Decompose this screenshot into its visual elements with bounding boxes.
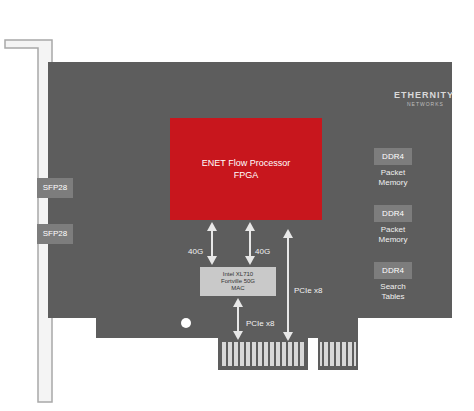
bandwidth-label: 40G xyxy=(188,247,203,256)
mounting-bracket xyxy=(5,40,52,402)
bus-label: PCIe x8 xyxy=(246,319,274,328)
edge-fingers xyxy=(320,342,356,366)
logo-text: NETWORKS xyxy=(407,101,444,107)
bus-label: PCIe x8 xyxy=(294,286,322,295)
edge-fingers xyxy=(222,342,306,366)
node-caption: Search Tables xyxy=(373,282,413,302)
node-label: ENET Flow Processor FPGA xyxy=(198,157,294,181)
node-label: SFP28 xyxy=(37,224,73,244)
node-caption: Packet Memory xyxy=(373,168,413,188)
bandwidth-label: 40G xyxy=(255,247,270,256)
logo-text: ETHERNITY xyxy=(394,90,454,100)
node-label: DDR4 xyxy=(374,148,412,165)
data-arrow xyxy=(207,222,217,265)
node-label: Intel XL710 Fortville 50G MAC xyxy=(216,271,260,292)
mounting-hole xyxy=(181,318,191,328)
memory-chip: DDR4Packet Memory xyxy=(365,148,421,188)
circuit-board xyxy=(48,62,452,370)
node-caption: Packet Memory xyxy=(373,225,413,245)
sfp-port: SFP28 xyxy=(37,224,73,244)
mac-chip: Intel XL710 Fortville 50G MAC xyxy=(200,267,276,296)
node-label: DDR4 xyxy=(374,205,412,222)
node-label: SFP28 xyxy=(37,178,73,198)
memory-chip: DDR4Packet Memory xyxy=(365,205,421,245)
sfp-port: SFP28 xyxy=(37,178,73,198)
data-arrow xyxy=(245,222,255,265)
memory-chip: DDR4Search Tables xyxy=(365,262,421,302)
fpga-box: ENET Flow Processor FPGA xyxy=(170,118,322,220)
node-label: DDR4 xyxy=(374,262,412,279)
